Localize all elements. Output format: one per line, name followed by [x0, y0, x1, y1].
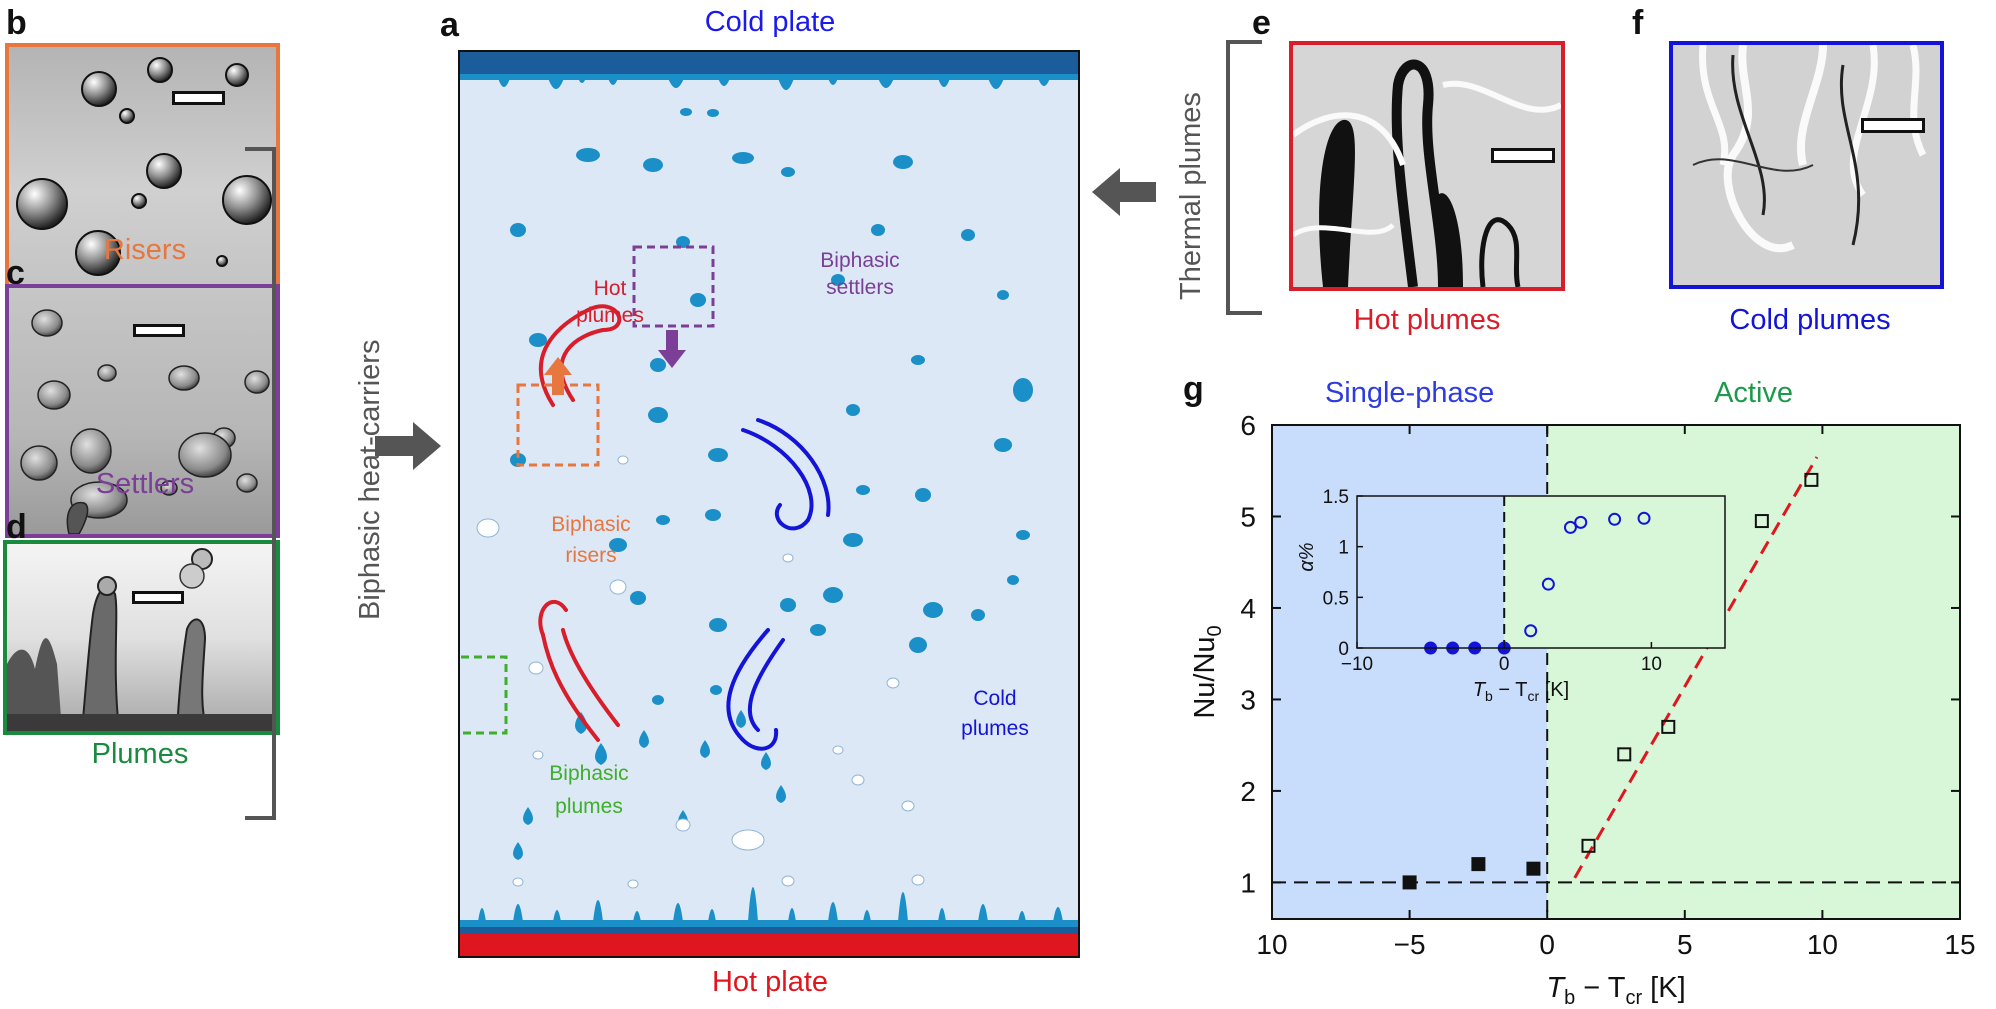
panel-label-e: e: [1252, 4, 1271, 42]
data-point: [1581, 838, 1596, 853]
data-point: [1661, 719, 1676, 734]
x-tick-label: 0: [1539, 929, 1555, 960]
cold-plumes-label-2: plumes: [961, 717, 1029, 740]
risers-photo: [5, 43, 280, 290]
x-tick-label: 10: [1807, 929, 1838, 960]
scale-bar: [1861, 118, 1925, 133]
scale-bar: [1491, 148, 1555, 163]
y-axis-label: Nu/Nu0: [1189, 625, 1226, 718]
cold-plate: [460, 52, 1078, 74]
inset-y-tick-label: 1.5: [1323, 487, 1349, 508]
biphasic-plumes-label-1: Biphasic: [549, 762, 629, 785]
inset-data-point: [1608, 512, 1622, 526]
x-tick-label: 5: [1677, 929, 1693, 960]
panel-label-d: d: [6, 508, 27, 546]
inset-x-tick-label: 0: [1499, 654, 1510, 675]
plot-frame: [1271, 424, 1961, 920]
hot-plume-pattern: [1293, 59, 1561, 287]
plume-structures: [7, 548, 276, 731]
data-point: [1471, 857, 1486, 872]
settlers-box: [632, 245, 715, 328]
y-tick-label: 3: [1240, 684, 1256, 715]
data-point: [1754, 514, 1769, 529]
panel-label-c: c: [6, 254, 25, 292]
plumes-box: [458, 655, 508, 735]
biphasic-plumes-label-2: plumes: [555, 795, 623, 818]
inset-y-tick-label: 0.5: [1323, 588, 1349, 609]
settler-drops: [20, 309, 270, 534]
cold-plate-label: Cold plate: [704, 6, 836, 38]
inset-x-axis-label: Tb − Tcr [K]: [1473, 679, 1569, 704]
panel-label-b: b: [6, 4, 27, 42]
arrow-right-icon: [375, 422, 441, 470]
inset-single-phase-region: [1357, 496, 1505, 648]
panel-label-a: a: [440, 6, 459, 44]
plumes-photo: [3, 540, 280, 735]
biphasic-risers-label-2: risers: [565, 544, 617, 567]
inset-data-point: [1541, 577, 1555, 591]
inset-x-tick-label: −10: [1341, 654, 1373, 675]
biphasic-settlers-label-1: Biphasic: [820, 249, 900, 272]
x-tick-label: 15: [1944, 929, 1975, 960]
inset-data-point: [1563, 520, 1577, 534]
hot-plate-label: Hot plate: [711, 966, 829, 998]
inset-active-region: [1504, 496, 1725, 648]
data-point: [1402, 875, 1417, 890]
cold-plumes-photo-caption: Cold plumes: [1729, 304, 1891, 336]
cold-plume-pattern: [1692, 45, 1927, 252]
hot-plate: [460, 934, 1078, 956]
inset-data-point: [1524, 624, 1538, 638]
hot-plumes-label-2: plumes: [576, 304, 644, 327]
thermal-plumes-caption: Thermal plumes: [1175, 92, 1207, 300]
inset-data-point: [1637, 511, 1651, 525]
y-tick-label: 4: [1240, 593, 1256, 624]
arrow-up-icon: [544, 357, 572, 395]
settlers-caption: Settlers: [95, 468, 195, 500]
inset-y-tick-label: 1: [1338, 538, 1349, 559]
single-phase-label: Single-phase: [1325, 380, 1494, 409]
riser-bubbles: [16, 57, 272, 276]
data-point: [1804, 472, 1819, 487]
hot-plumes-photo: [1289, 41, 1565, 291]
panel-label-g: g: [1183, 370, 1204, 408]
data-point: [1617, 747, 1632, 762]
fit-line: [1573, 456, 1819, 879]
settlers-photo: [5, 284, 280, 538]
cold-plumes-label-1: Cold: [973, 687, 1017, 710]
arrow-left-icon: [1092, 168, 1156, 216]
hot-plumes-photo-caption: Hot plumes: [1353, 304, 1501, 336]
arrow-down-icon: [658, 330, 686, 368]
risers-caption: Risers: [103, 234, 187, 266]
active-label: Active: [1714, 380, 1793, 409]
cold-plumes-photo: [1669, 41, 1944, 289]
inset-frame: [1356, 495, 1726, 649]
convection-cell-schematic: [458, 50, 1080, 958]
plumes-caption: Plumes: [91, 738, 189, 770]
scale-bar: [132, 591, 184, 604]
y-tick-label: 2: [1240, 776, 1256, 807]
biphasic-settlers-label-2: settlers: [826, 276, 894, 299]
data-point: [1526, 861, 1541, 876]
x-tick-label: 10: [1256, 929, 1287, 960]
panel-label-f: f: [1632, 4, 1644, 42]
y-tick-label: 5: [1240, 501, 1256, 532]
inset-data-point: [1574, 515, 1588, 529]
x-axis-label: Tb − Tcr [K]: [1546, 972, 1685, 1009]
left-bracket: [245, 147, 276, 820]
biphasic-risers-label-1: Biphasic: [551, 513, 631, 536]
hot-plumes-label-1: Hot: [593, 277, 627, 300]
inset-y-axis-label: α%: [1296, 542, 1318, 571]
y-tick-label: 1: [1240, 867, 1256, 898]
right-bracket: [1226, 40, 1262, 315]
inset-y-tick-label: 0: [1338, 639, 1349, 660]
scale-bar: [133, 324, 185, 337]
y-tick-label: 6: [1240, 410, 1256, 441]
scale-bar: [172, 91, 225, 105]
x-tick-label: −5: [1394, 929, 1426, 960]
inset-x-tick-label: 10: [1641, 654, 1662, 675]
